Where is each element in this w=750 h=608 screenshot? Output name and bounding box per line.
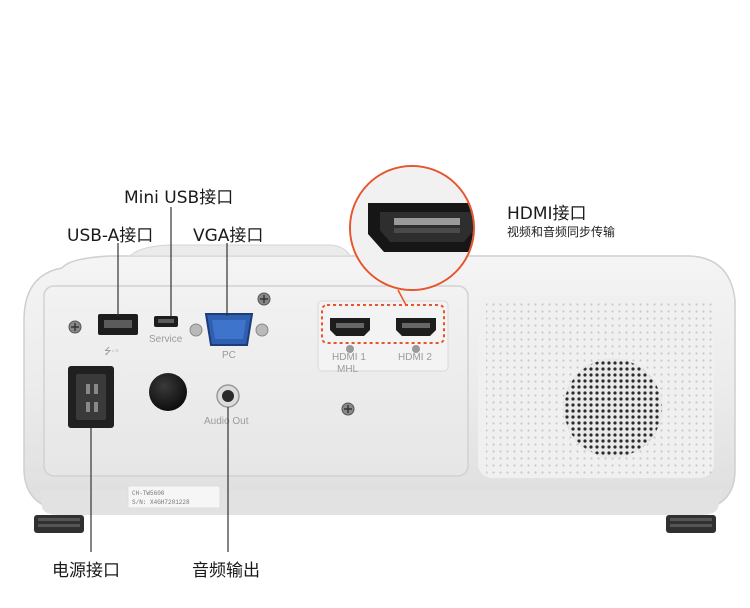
usb-a-label: USB-A接口 [67, 226, 154, 246]
serial-text: S/N: X4GH7201228 [132, 499, 190, 506]
leader-lines [90, 207, 229, 552]
usb-symbol-icon: ⭍·◦ [104, 346, 120, 357]
audio-out-jack [216, 384, 240, 408]
left-foot [34, 515, 84, 533]
mini-usb-label: Mini USB接口 [124, 188, 234, 208]
hdmi-2-port [396, 318, 436, 336]
audio-label: 音频输出 [192, 561, 260, 581]
speaker-grill [478, 296, 714, 478]
serial-sticker [127, 485, 221, 509]
screw-icon [257, 292, 271, 306]
hdmi-title-label: HDMI接口 [507, 204, 587, 224]
service-label: Service [149, 334, 183, 345]
hdmi-highlight-box [321, 304, 445, 344]
screw-icon [68, 320, 82, 334]
audio-out-label: Audio Out [204, 416, 249, 427]
usb-a-port: ⭍·◦ [98, 314, 138, 357]
power-label: 电源接口 [52, 561, 120, 581]
screw-icon [341, 402, 355, 416]
hdmi-2-label: HDMI 2 [398, 352, 432, 363]
vga-label: VGA接口 [193, 226, 264, 246]
mini-usb-port [154, 316, 178, 327]
hdmi-1-port [330, 318, 370, 336]
right-foot [666, 515, 716, 533]
mhl-label: MHL [337, 364, 359, 375]
pc-label: PC [222, 350, 236, 361]
vga-port [189, 313, 269, 346]
hdmi-subtitle-label: 视频和音频同步传输 [507, 225, 616, 239]
kensington-lock [149, 373, 187, 411]
hdmi-zoom-callout [349, 165, 475, 306]
power-inlet [68, 366, 114, 428]
model-text: CH-TW5600 [132, 490, 165, 497]
hdmi-1-label: HDMI 1 [332, 352, 366, 363]
